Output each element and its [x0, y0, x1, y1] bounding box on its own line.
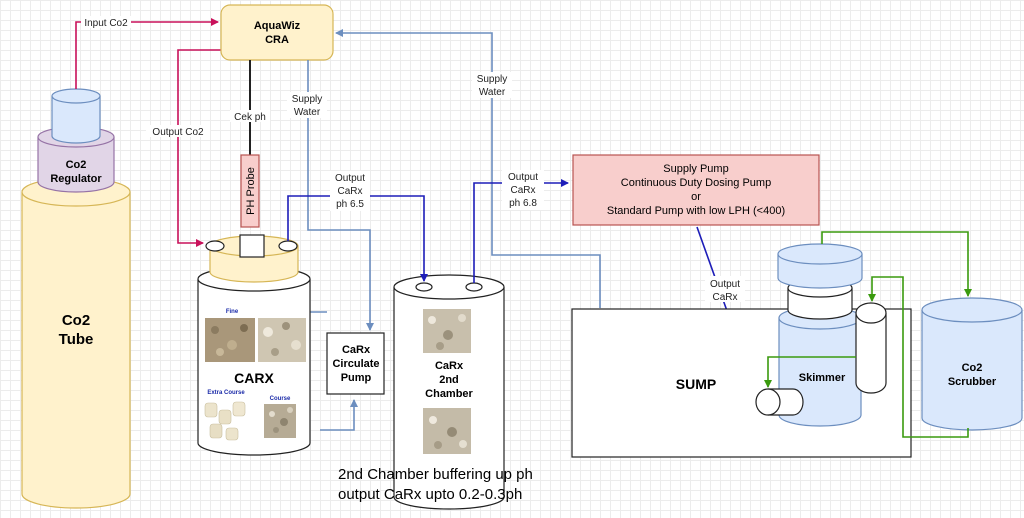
co2-lines — [75, 18, 222, 247]
label-output-carx-68-1: Output — [508, 172, 538, 183]
co2-tube: Co2 Tube — [21, 177, 131, 509]
circulate-pump-label-3: Pump — [341, 372, 372, 384]
co2-tube-label-2: Tube — [59, 331, 94, 348]
co2-regulator-label-1: Co2 — [66, 159, 87, 171]
label-supply-water-right-1: Supply — [477, 74, 508, 85]
label-supply-water-right-2: Water — [479, 87, 506, 98]
label-input-co2: Input Co2 — [84, 18, 128, 29]
label-cek-ph: Cek ph — [234, 112, 266, 123]
label-media-fine: Fine — [226, 309, 239, 315]
supply-pump-label-3: or — [691, 191, 701, 203]
co2-scrubber: Co2 Scrubber — [921, 297, 1023, 431]
skimmer: Skimmer — [755, 243, 887, 427]
co2-scrubber-label-2: Scrubber — [948, 376, 997, 388]
circulate-pump-label-1: CaRx — [342, 344, 371, 356]
co2-regulator: Co2 Regulator — [37, 88, 115, 193]
aquawiz-label-1: AquaWiz — [254, 20, 301, 32]
supply-pump-label-1: Supply Pump — [663, 163, 728, 175]
supply-pump-label-4: Standard Pump with low LPH (<400) — [607, 205, 785, 217]
caption-line-2: output CaRx upto 0.2-0.3ph — [338, 486, 522, 503]
carx-label: CARX — [234, 370, 274, 386]
supply-pump-label-2: Continuous Duty Dosing Pump — [621, 177, 771, 189]
caption-line-1: 2nd Chamber buffering up ph — [338, 466, 533, 483]
aquawiz-label-2: CRA — [265, 34, 289, 46]
label-output-carx-65-2: CaRx — [337, 186, 362, 197]
supply-water-lines — [307, 29, 601, 431]
ph-probe-label: PH Probe — [245, 167, 257, 215]
second-chamber: CaRx 2nd Chamber — [393, 274, 505, 510]
label-media-course: Course — [270, 396, 291, 402]
label-output-carx-68-3: ph 6.8 — [509, 198, 537, 209]
media-fine-image — [205, 318, 255, 362]
media-extra-course-image — [204, 401, 246, 441]
supply-pump: Supply Pump Continuous Duty Dosing Pump … — [572, 154, 820, 226]
circulate-pump: CaRx Circulate Pump — [326, 332, 385, 395]
label-supply-water-left-2: Water — [294, 107, 321, 118]
second-chamber-label-2: 2nd — [439, 374, 459, 386]
label-supply-water-left-1: Supply — [292, 94, 323, 105]
label-output-carx-pump-1: Output — [710, 279, 740, 290]
skimmer-label: Skimmer — [799, 372, 846, 384]
second-chamber-label-3: Chamber — [425, 388, 473, 400]
label-output-carx-65-1: Output — [335, 173, 365, 184]
co2-regulator-label-2: Regulator — [50, 173, 102, 185]
scrubber-air-lines — [764, 231, 972, 438]
sump-label: SUMP — [676, 376, 716, 392]
second-chamber-label-1: CaRx — [435, 360, 464, 372]
label-output-carx-65-3: ph 6.5 — [336, 199, 364, 210]
aquawiz-cra[interactable]: AquaWiz CRA — [220, 4, 334, 61]
co2-scrubber-label-1: Co2 — [962, 362, 983, 374]
media-course-image-top — [258, 318, 306, 362]
co2-tube-label-1: Co2 — [62, 312, 90, 329]
carx-reactor: Fine CARX Extra Course Course — [197, 234, 311, 456]
label-output-carx-pump-2: CaRx — [712, 292, 737, 303]
circulate-pump-label-2: Circulate — [332, 358, 379, 370]
label-output-carx-68-2: CaRx — [510, 185, 535, 196]
label-output-co2: Output Co2 — [152, 127, 204, 138]
label-media-extra-course: Extra Course — [207, 390, 245, 396]
ph-probe: PH Probe — [240, 154, 260, 228]
